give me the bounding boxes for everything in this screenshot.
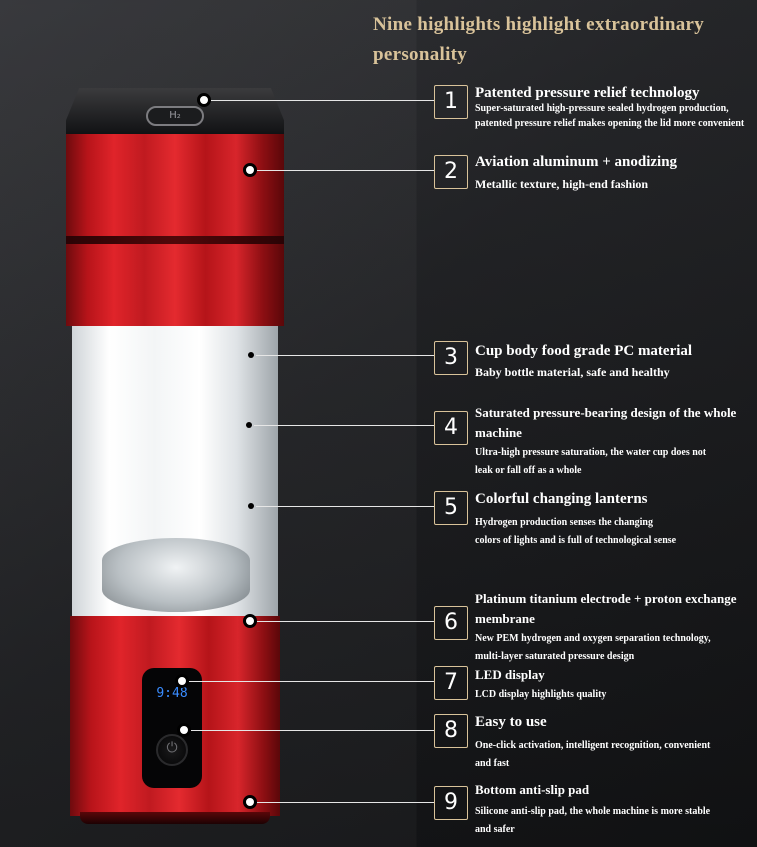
callout-dot-4	[246, 422, 252, 428]
highlight-5-title: Colorful changing lanterns	[475, 491, 648, 507]
callout-dot-9	[243, 795, 257, 809]
callout-dot-6	[243, 614, 257, 628]
highlight-6-desc-line-1: New PEM hydrogen and oxygen separation t…	[475, 633, 711, 644]
number-badge-6: 6	[434, 606, 468, 640]
highlight-8-desc: One-click activation, intelligent recogn…	[475, 737, 710, 773]
highlight-9-desc-line-2: and safer	[475, 824, 515, 835]
highlight-4-desc-line-2: leak or fall off as a whole	[475, 465, 582, 476]
highlight-8-title: Easy to use	[475, 714, 547, 730]
leader-line-2	[257, 170, 434, 171]
page-heading: Nine highlights highlight extraordinary …	[373, 10, 743, 70]
highlight-4-desc: Ultra-high pressure saturation, the wate…	[475, 444, 706, 480]
callout-dot-2	[243, 163, 257, 177]
hydrogen-water-bottle-image: H₂ 9:48 ⏻	[62, 88, 287, 828]
number-badge-9: 9	[434, 786, 468, 820]
leader-line-4	[254, 425, 434, 426]
highlight-9-title: Bottom anti-slip pad	[475, 782, 590, 797]
number-badge-2: 2	[434, 155, 468, 189]
highlight-8-desc-line-2: and fast	[475, 758, 510, 769]
number-badge-7: 7	[434, 666, 468, 700]
heading-line-1: Nine highlights highlight extraordinary	[373, 14, 705, 35]
highlight-3-title: Cup body food grade PC material	[475, 343, 693, 359]
number-badge-3: 3	[434, 341, 468, 375]
highlight-6-title: Platinum titanium electrode + proton exc…	[475, 589, 737, 629]
leader-line-1	[211, 100, 434, 101]
number-badge-1: 1	[434, 85, 468, 119]
power-icon: ⏻	[166, 740, 178, 756]
highlight-1-desc-line-2: patented pressure relief makes opening t…	[475, 118, 745, 129]
number-badge-8: 8	[434, 714, 468, 748]
highlight-9-desc: Silicone anti-slip pad, the whole machin…	[475, 803, 710, 839]
callout-dot-1	[197, 93, 211, 107]
highlight-7-desc-line-1: LCD display highlights quality	[475, 689, 607, 700]
callout-dot-3	[248, 352, 254, 358]
highlight-7-desc: LCD display highlights quality	[475, 686, 606, 704]
highlight-8-desc-line-1: One-click activation, intelligent recogn…	[475, 740, 711, 751]
electrode-chamber	[102, 538, 250, 612]
highlight-1-desc: Super-saturated high-pressure sealed hyd…	[475, 101, 744, 131]
control-panel: 9:48 ⏻	[142, 668, 202, 788]
number-badge-5: 5	[434, 491, 468, 525]
highlight-5-desc-line-1: Hydrogen production senses the changing	[475, 517, 653, 528]
highlight-3-desc: Baby bottle material, safe and healthy	[475, 363, 670, 381]
anti-slip-pad	[80, 812, 270, 824]
pressure-relief-button: H₂	[146, 106, 204, 126]
highlight-5-desc-line-2: colors of lights and is full of technolo…	[475, 535, 677, 546]
callout-dot-8	[177, 723, 191, 737]
number-badge-4: 4	[434, 411, 468, 445]
highlight-3-desc-line-1: Baby bottle material, safe and healthy	[475, 365, 670, 379]
leader-line-6	[257, 621, 434, 622]
highlight-4-title: Saturated pressure-bearing design of the…	[475, 403, 736, 443]
leader-line-8	[191, 730, 434, 731]
highlight-6-desc: New PEM hydrogen and oxygen separation t…	[475, 630, 711, 666]
highlight-2-desc-line-1: Metallic texture, high-end fashion	[475, 177, 649, 191]
cap-seam	[66, 236, 284, 244]
highlight-4-desc-line-1: Ultra-high pressure saturation, the wate…	[475, 447, 707, 458]
power-button: ⏻	[156, 734, 188, 766]
leader-line-9	[257, 802, 434, 803]
callout-dot-5	[248, 503, 254, 509]
leader-line-5	[256, 506, 434, 507]
highlight-2-title: Aviation aluminum + anodizing	[475, 154, 678, 170]
led-display-time: 9:48	[156, 686, 188, 701]
highlight-2-desc: Metallic texture, high-end fashion	[475, 175, 648, 193]
highlight-5-desc: Hydrogen production senses the changing …	[475, 514, 676, 550]
leader-line-3	[256, 355, 434, 356]
heading-line-2: personality	[373, 44, 468, 65]
highlight-7-title: LED display	[475, 667, 545, 682]
highlight-1-desc-line-1: Super-saturated high-pressure sealed hyd…	[475, 103, 729, 114]
callout-dot-7	[175, 674, 189, 688]
highlight-6-title-line-1: Platinum titanium electrode + proton exc…	[475, 591, 737, 606]
highlight-1-title: Patented pressure relief technology	[475, 85, 700, 101]
highlight-4-title-line-2: machine	[475, 425, 522, 440]
leader-line-7	[189, 681, 434, 682]
highlight-9-desc-line-1: Silicone anti-slip pad, the whole machin…	[475, 806, 711, 817]
highlight-6-title-line-2: membrane	[475, 611, 535, 626]
highlight-6-desc-line-2: multi-layer saturated pressure design	[475, 651, 635, 662]
highlight-4-title-line-1: Saturated pressure-bearing design of the…	[475, 405, 737, 420]
